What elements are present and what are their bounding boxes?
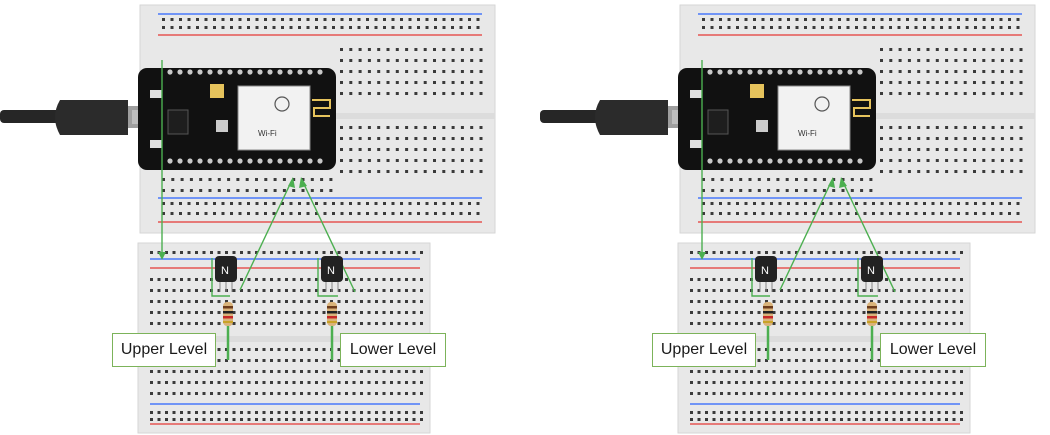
transistor-upper: N xyxy=(215,256,237,292)
svg-text:Wi-Fi: Wi-Fi xyxy=(798,129,817,138)
resistor-lower xyxy=(327,302,337,326)
svg-text:Wi-Fi: Wi-Fi xyxy=(258,129,277,138)
circuit-panel-2: Wi-Fi N xyxy=(540,0,1050,435)
upper-level-label: Upper Level xyxy=(652,333,756,367)
transistor-upper: N xyxy=(755,256,777,292)
resistor-lower xyxy=(867,302,877,326)
resistor-upper xyxy=(223,302,233,326)
svg-text:N: N xyxy=(221,265,229,277)
resistor-upper xyxy=(763,302,773,326)
svg-text:N: N xyxy=(761,265,769,277)
svg-text:N: N xyxy=(327,265,335,277)
wires xyxy=(158,60,356,360)
panel-drawing: Wi-Fi N xyxy=(0,4,496,434)
lower-level-label: Lower Level xyxy=(880,333,986,367)
panel-drawing: Wi-Fi N xyxy=(540,4,1036,434)
circuit-panel-1: Wi-Fi N xyxy=(0,4,496,434)
transistor-lower: N xyxy=(861,256,883,292)
svg-text:N: N xyxy=(867,265,875,277)
lower-level-label: Lower Level xyxy=(340,333,446,367)
nodemcu-board: Wi-Fi xyxy=(678,68,876,170)
upper-level-label: Upper Level xyxy=(112,333,216,367)
usb-cable xyxy=(540,100,690,135)
usb-cable xyxy=(0,100,150,135)
transistor-lower: N xyxy=(321,256,343,292)
nodemcu-board: Wi-Fi xyxy=(138,68,336,170)
wires xyxy=(698,60,896,360)
